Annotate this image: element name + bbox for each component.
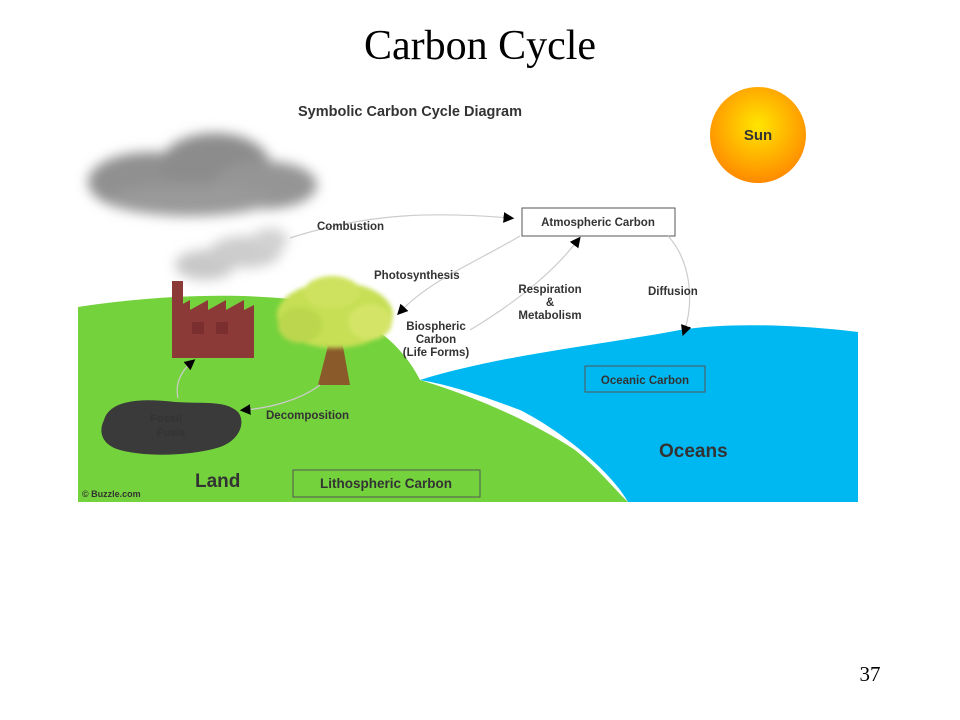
diffusion-arrow <box>667 235 692 337</box>
land-label: Land <box>195 471 240 492</box>
lithospheric-carbon-label: Lithospheric Carbon <box>320 476 452 491</box>
combustion-arrow <box>289 212 515 239</box>
photosynthesis-label: Photosynthesis <box>374 270 460 282</box>
biospheric-label-1: Biospheric <box>406 321 466 333</box>
lithospheric-carbon-box: Lithospheric Carbon <box>292 469 481 498</box>
atmospheric-carbon-label: Atmospheric Carbon <box>541 217 655 229</box>
oceanic-carbon-label: Oceanic Carbon <box>601 375 689 387</box>
biospheric-label-3: (Life Forms) <box>403 347 470 359</box>
respiration-arrow <box>469 236 581 331</box>
credit-label: © Buzzle.com <box>82 489 141 499</box>
respiration-label-1: Respiration <box>518 284 581 296</box>
oceans-label: Oceans <box>659 441 728 462</box>
fossil-to-factory-arrow <box>176 359 196 399</box>
diffusion-label: Diffusion <box>648 286 698 298</box>
oceanic-carbon-box: Oceanic Carbon <box>584 365 706 393</box>
decomposition-arrow <box>239 384 321 415</box>
sun-icon: Sun <box>710 87 806 183</box>
smoke-icon <box>175 228 288 280</box>
respiration-label-2: & <box>546 297 554 309</box>
biospheric-label-2: Carbon <box>416 334 456 346</box>
fossil-fuels-label-1: Fossil <box>150 413 182 425</box>
combustion-label: Combustion <box>317 221 384 233</box>
fossil-fuels-label-2: Fuels <box>157 427 186 439</box>
fossil-fuels-icon: Fossil Fuels <box>101 400 242 455</box>
decomposition-label: Decomposition <box>266 410 349 422</box>
photosynthesis-arrow <box>397 235 521 316</box>
sun-label: Sun <box>744 127 772 144</box>
slide-title: Carbon Cycle <box>363 23 597 69</box>
diagram-title: Symbolic Carbon Cycle Diagram <box>298 104 522 120</box>
tree-icon <box>277 276 393 385</box>
respiration-label-3: Metabolism <box>518 310 581 322</box>
factory-icon <box>172 281 254 358</box>
cloud-icon <box>88 133 317 216</box>
ocean-area <box>420 325 858 502</box>
page-number: 37 <box>859 662 881 686</box>
atmospheric-carbon-box: Atmospheric Carbon <box>521 207 676 237</box>
